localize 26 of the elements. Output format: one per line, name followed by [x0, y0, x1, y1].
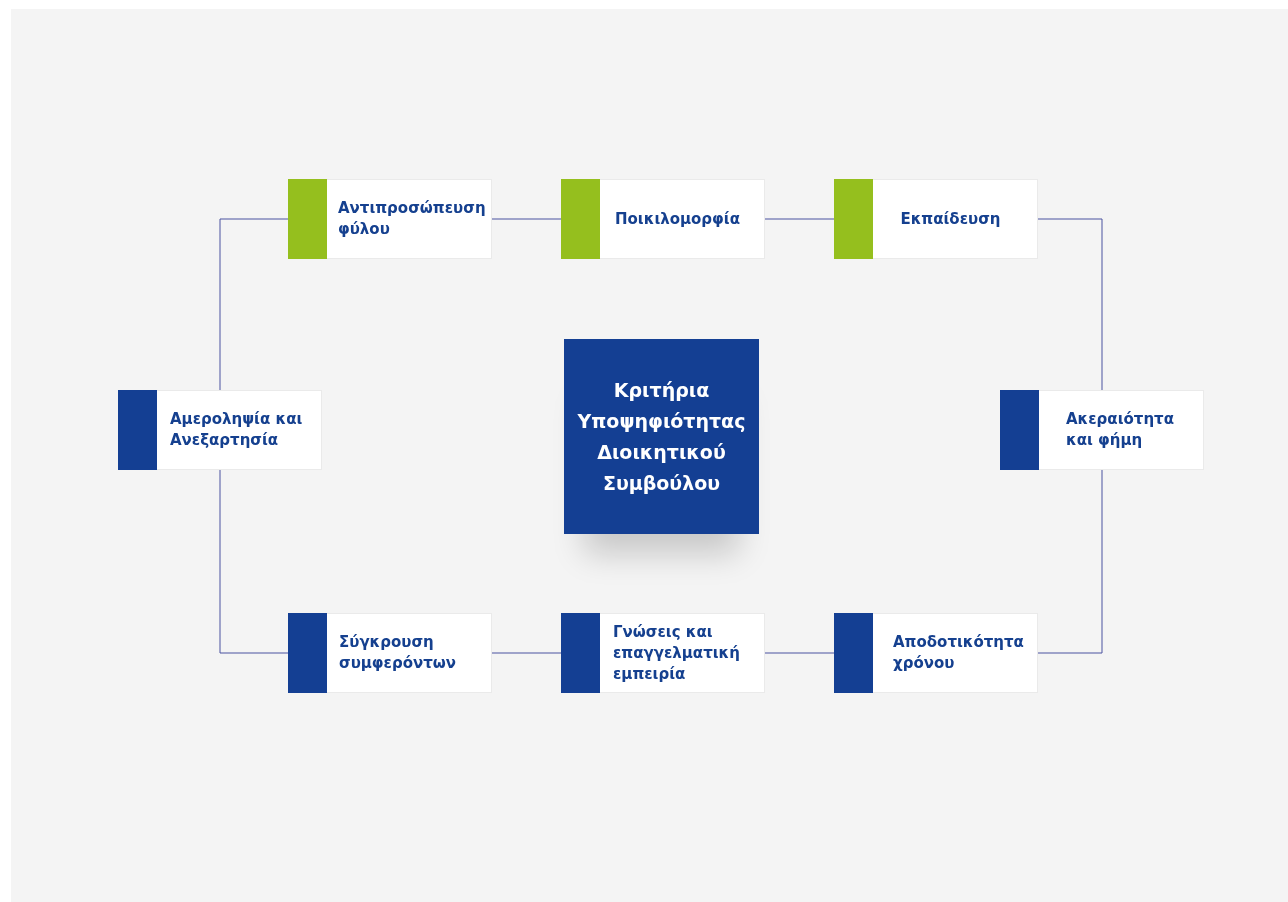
connector-line [1037, 469, 1103, 654]
criterion-card [834, 613, 1038, 693]
criterion-label: Ποικιλομορφία [615, 208, 741, 230]
criterion-label: Γνώσεις και επαγγελματική εμπειρία [613, 621, 741, 685]
connector-line [219, 469, 289, 654]
criterion-card [561, 179, 765, 259]
criterion-card [118, 390, 322, 470]
criterion-card [288, 613, 492, 693]
criterion-card [561, 613, 765, 693]
connector-line [491, 218, 562, 220]
connector-line [491, 652, 562, 654]
title-text: Κριτήρια Υποψηφιότητας Διοικητικού Συμβούλου [576, 377, 747, 496]
connector-line [764, 218, 835, 220]
criterion-label: Αντιπροσώπευση φύλου [338, 198, 487, 240]
criterion-label: Αποδοτικότητα χρόνου [893, 632, 1025, 674]
criterion-label: Εκπαίδευση [900, 208, 1002, 230]
criterion-label: Ακεραιότητα και φήμη [1066, 409, 1175, 451]
criterion-card [834, 179, 1038, 259]
connector-line [1037, 218, 1103, 391]
criterion-card [288, 179, 492, 259]
criterion-card [1000, 390, 1204, 470]
connector-line [764, 652, 835, 654]
connector-line [219, 218, 289, 391]
criterion-label: Σύγκρουση συμφερόντων [339, 632, 458, 674]
title-box [564, 339, 759, 534]
criterion-label: Αμεροληψία και Ανεξαρτησία [170, 409, 304, 451]
